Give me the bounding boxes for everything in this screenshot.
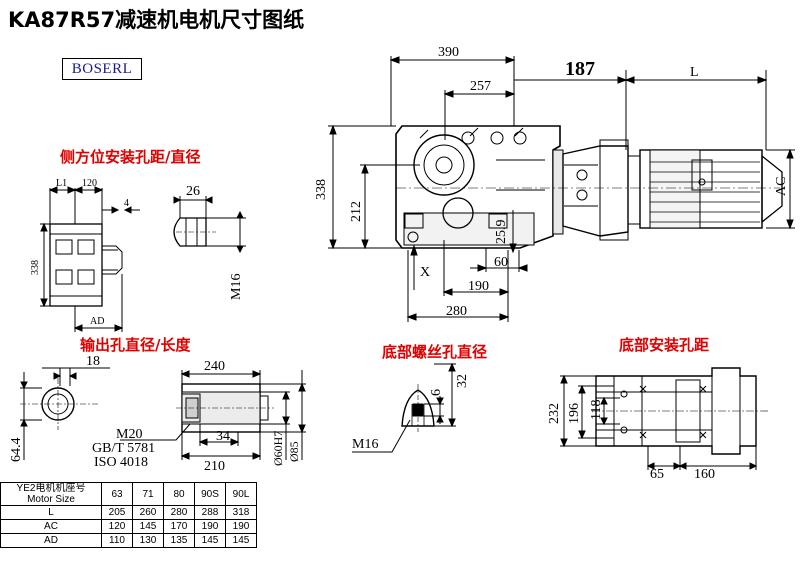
dim-L-label: L bbox=[690, 65, 699, 80]
dim-M20-label: M20 bbox=[116, 427, 142, 442]
dim-190-label: 190 bbox=[468, 279, 489, 294]
table-cell: 110 bbox=[101, 533, 133, 548]
table-cell: 205 bbox=[101, 505, 133, 520]
dim-232-label: 232 bbox=[547, 403, 562, 424]
dim-M16-thread-label: M16 bbox=[352, 437, 378, 452]
output-bore-drawing bbox=[20, 367, 306, 460]
dim-338-side-label: 338 bbox=[30, 260, 41, 275]
dim-60-label: 60 bbox=[494, 255, 508, 270]
dim-60h7-label: Ø60H7 bbox=[271, 431, 285, 466]
table-cell: 145 bbox=[194, 533, 226, 548]
row-label: AD bbox=[0, 533, 102, 548]
label-X: X bbox=[420, 265, 430, 280]
table-cell: 120 bbox=[101, 519, 133, 534]
table-cell: 135 bbox=[163, 533, 195, 548]
table-row: AD 110 130 135 145 145 bbox=[0, 533, 257, 548]
side-view-drawing bbox=[40, 186, 246, 332]
main-view-drawing bbox=[328, 56, 795, 322]
size-cell: 71 bbox=[132, 482, 164, 506]
dim-64-4-label: 64.4 bbox=[9, 438, 24, 463]
section-bottom-mount: 底部安装孔距 bbox=[619, 336, 710, 354]
table-cell: 145 bbox=[132, 519, 164, 534]
table-cell: 260 bbox=[132, 505, 164, 520]
table-header-cell: YE2电机机座号 Motor Size bbox=[0, 482, 102, 506]
dim-280-label: 280 bbox=[446, 304, 467, 319]
dim-18-label: 18 bbox=[86, 354, 100, 369]
std-gb-label: GB/T 5781 bbox=[92, 441, 155, 456]
dim-L1-label: L1 bbox=[56, 178, 67, 189]
dim-160-label: 160 bbox=[694, 467, 715, 482]
table-header-line2: Motor Size bbox=[27, 494, 75, 505]
dim-85-label: Ø85 bbox=[287, 441, 301, 462]
dim-240-label: 240 bbox=[204, 359, 225, 374]
size-cell: 63 bbox=[101, 482, 133, 506]
dim-338-main-label: 338 bbox=[314, 179, 329, 200]
table-row: L 205 260 280 288 318 bbox=[0, 505, 257, 520]
page-title: KA87R57减速机电机尺寸图纸 bbox=[8, 8, 305, 32]
size-cell: 90L bbox=[225, 482, 257, 506]
table-header-row: YE2电机机座号 Motor Size 63 71 80 90S 90L bbox=[0, 482, 257, 506]
std-iso-label: ISO 4018 bbox=[94, 455, 148, 470]
brand-logo: BOSERL bbox=[62, 58, 142, 80]
table-cell: 130 bbox=[132, 533, 164, 548]
dim-4-label: 4 bbox=[124, 198, 129, 209]
dim-257-label: 257 bbox=[470, 79, 491, 94]
dim-65-label: 65 bbox=[650, 467, 664, 482]
dim-34-label: 34 bbox=[216, 429, 230, 444]
dim-118-label: 118 bbox=[589, 400, 604, 420]
size-cell: 90S bbox=[194, 482, 226, 506]
dim-AC-label: AC bbox=[774, 177, 789, 196]
table-cell: 170 bbox=[163, 519, 195, 534]
table-row: AC 120 145 170 190 190 bbox=[0, 519, 257, 534]
motor-size-table: YE2电机机座号 Motor Size 63 71 80 90S 90L L 2… bbox=[0, 482, 257, 548]
dim-AD-label: AD bbox=[90, 316, 104, 327]
table-cell: 145 bbox=[225, 533, 257, 548]
dim-196-label: 196 bbox=[567, 403, 582, 424]
dim-26-label: 26 bbox=[186, 184, 200, 199]
table-header-line1: YE2电机机座号 bbox=[16, 483, 86, 494]
section-bottom-thread: 底部螺丝孔直径 bbox=[382, 343, 488, 361]
dim-212-label: 212 bbox=[349, 201, 364, 222]
table-cell: 318 bbox=[225, 505, 257, 520]
dim-120-side-label: 120 bbox=[82, 178, 97, 189]
section-output-bore: 输出孔直径/长度 bbox=[80, 336, 191, 354]
section-side-mount: 侧方位安装孔距/直径 bbox=[60, 148, 201, 166]
dim-32-label: 32 bbox=[455, 374, 470, 388]
dim-187-label: 187 bbox=[565, 58, 595, 80]
table-cell: 280 bbox=[163, 505, 195, 520]
table-cell: 190 bbox=[225, 519, 257, 534]
dim-390-label: 390 bbox=[438, 45, 459, 60]
dim-210-label: 210 bbox=[204, 459, 225, 474]
bottom-mount-drawing bbox=[560, 367, 770, 470]
thread-detail-drawing bbox=[352, 362, 456, 453]
dim-M16-side-label: M16 bbox=[229, 274, 244, 300]
table-cell: 288 bbox=[194, 505, 226, 520]
dim-25-9-label: 25.9 bbox=[494, 220, 509, 245]
row-label: AC bbox=[0, 519, 102, 534]
table-cell: 190 bbox=[194, 519, 226, 534]
size-cell: 80 bbox=[163, 482, 195, 506]
dim-6-label: 6 bbox=[429, 389, 444, 396]
row-label: L bbox=[0, 505, 102, 520]
